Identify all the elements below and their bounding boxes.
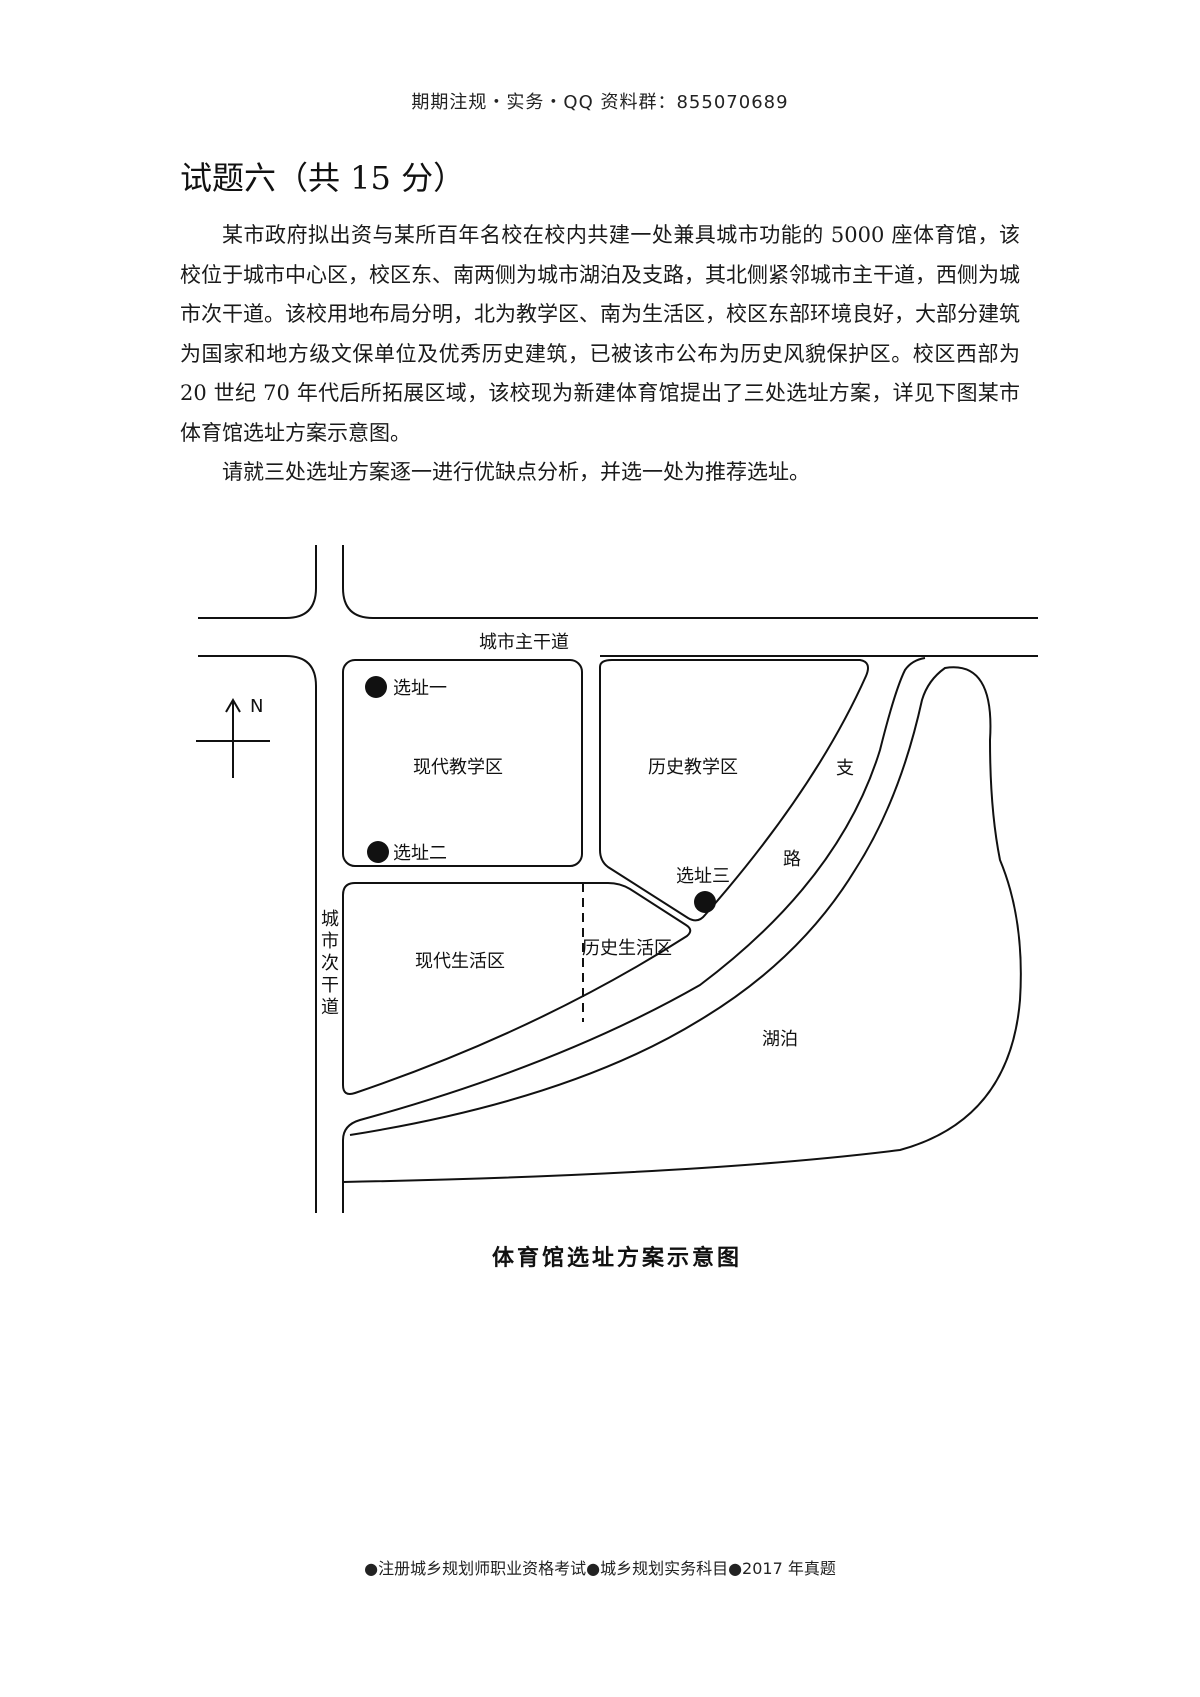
lake-label: 湖泊: [762, 1029, 798, 1050]
secondary-road-label-char: 道: [321, 997, 339, 1018]
modern-teaching-label: 现代教学区: [413, 757, 503, 778]
map-caption: 体育馆选址方案示意图: [492, 1245, 742, 1271]
page-footer: ●注册城乡规划师职业资格考试●城乡规划实务科目●2017 年真题: [364, 1559, 836, 1578]
branch-road-upper-edge: [342, 657, 926, 1213]
historic-teaching-label: 历史教学区: [648, 757, 738, 778]
living-area-block: [342, 882, 692, 1095]
historic-teaching-block: [599, 659, 869, 922]
site3-label: 选址三: [676, 866, 730, 887]
branch-road-label-1: 支: [836, 758, 854, 779]
page-header: 期期注规・实务・QQ 资料群：855070689: [411, 92, 789, 113]
historic-living-label: 历史生活区: [582, 938, 672, 959]
secondary-road-label-char: 干: [321, 975, 339, 996]
secondary-road-label-char: 次: [321, 953, 339, 974]
secondary-road-label-char: 城: [321, 909, 339, 930]
site2-marker: [367, 841, 389, 863]
secondary-road-label-char: 市: [321, 931, 339, 952]
question-body: 某市政府拟出资与某所百年名校在校内共建一处兼具城市功能的 5000 座体育馆，该…: [180, 216, 1020, 493]
secondary-road-label: 城市次干道: [321, 909, 339, 1018]
modern-living-label: 现代生活区: [415, 951, 505, 972]
site1-marker: [365, 676, 387, 698]
lake-outline: [342, 666, 1022, 1213]
north-label: N: [250, 696, 263, 717]
north-arrow-head: [225, 698, 241, 713]
question-paragraph-2: 请就三处选址方案逐一进行优缺点分析，并选一处为推荐选址。: [222, 460, 810, 484]
question-title: 试题六（共 15 分）: [180, 159, 466, 197]
modern-teaching-block: [342, 659, 583, 867]
site1-label: 选址一: [393, 678, 447, 699]
branch-road-label-2: 路: [783, 849, 801, 870]
secondary-road-north-west-edge: [198, 545, 317, 619]
secondary-road-north-east-edge: [342, 545, 1038, 619]
site3-marker: [694, 891, 716, 913]
main-road-label: 城市主干道: [479, 632, 569, 653]
site2-label: 选址二: [393, 843, 447, 864]
main-road-south-west-edge: [198, 655, 317, 1213]
question-paragraph-1: 某市政府拟出资与某所百年名校在校内共建一处兼具城市功能的 5000 座体育馆，该…: [180, 223, 1020, 445]
